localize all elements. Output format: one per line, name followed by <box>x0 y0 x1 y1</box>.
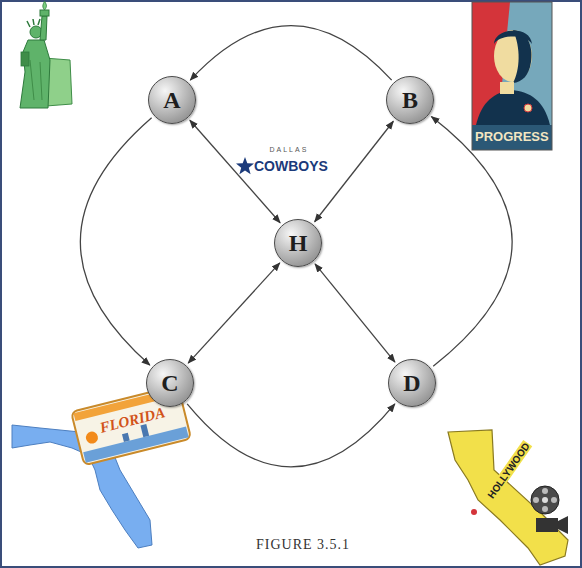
figure-caption: FIGURE 3.5.1 <box>256 537 350 553</box>
california-map <box>448 430 568 565</box>
curved-arrow <box>187 404 395 467</box>
curved-arrow <box>190 26 391 81</box>
cowboys-star <box>236 157 254 174</box>
arrow-line <box>315 264 395 362</box>
statue-of-liberty <box>20 1 72 108</box>
progress-poster <box>472 2 552 150</box>
node-circle: B <box>386 76 434 124</box>
node-letter: D <box>403 371 420 395</box>
curved-arrow <box>80 118 151 365</box>
node-circle: A <box>148 76 196 124</box>
node-circle: D <box>388 359 436 407</box>
curved-arrow <box>431 117 512 367</box>
node-circle: H <box>274 219 322 267</box>
node-circle: C <box>146 359 194 407</box>
node-letter: C <box>161 371 178 395</box>
node-letter: H <box>289 231 308 255</box>
logo-text: COWBOYS <box>254 159 328 174</box>
poster-text: PROGRESS <box>473 130 551 144</box>
logo-subtext: DALLAS <box>270 146 309 154</box>
node-letter: A <box>163 88 180 112</box>
node-letter: B <box>402 88 418 112</box>
arrow-line <box>188 263 280 363</box>
